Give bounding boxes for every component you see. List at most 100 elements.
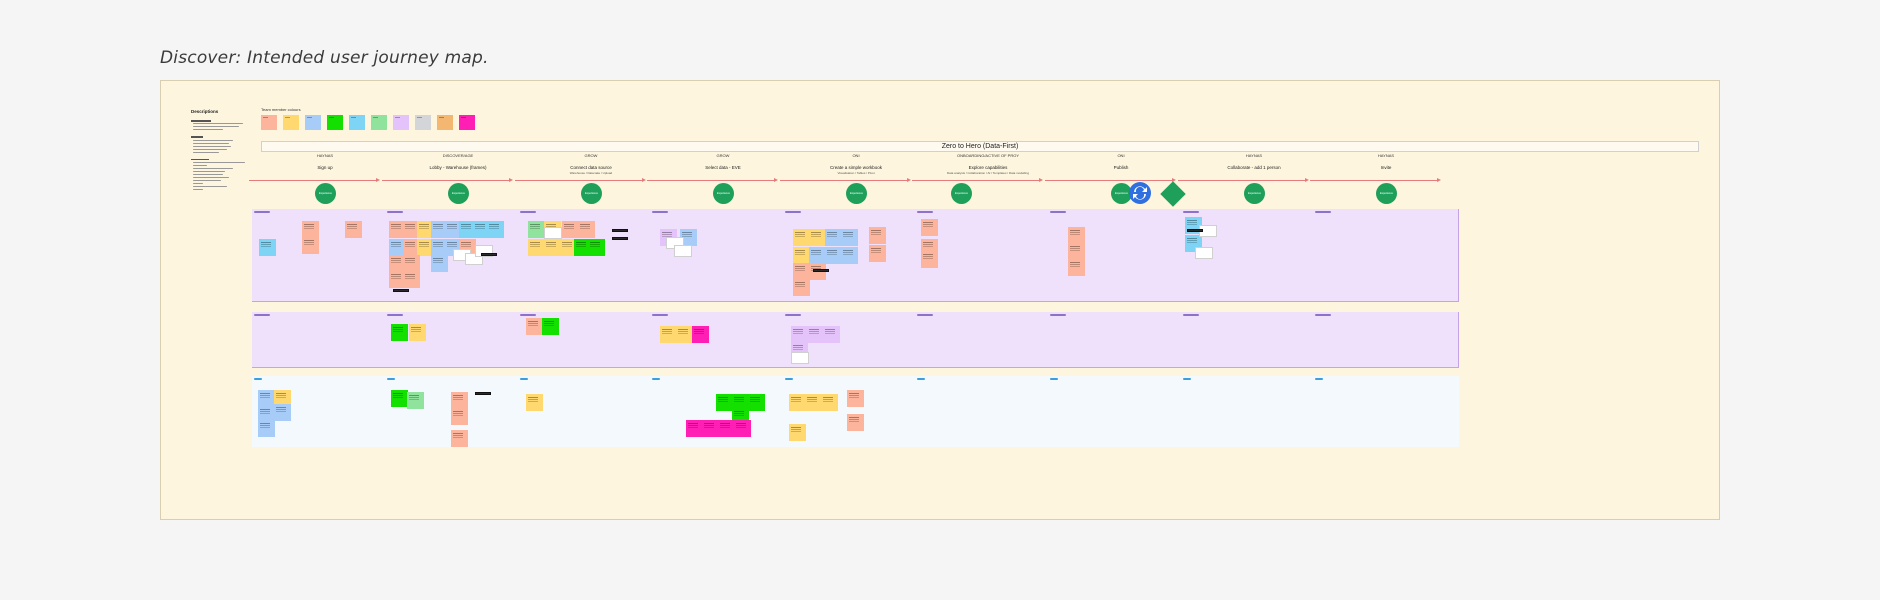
notes-panel[interactable]	[915, 376, 1061, 447]
sticky-note[interactable]	[578, 221, 595, 238]
stage-panel[interactable]	[385, 209, 531, 302]
sticky-note[interactable]	[793, 247, 810, 264]
sticky-note[interactable]	[403, 271, 420, 288]
experience-bubble[interactable]: Experience	[448, 183, 469, 204]
sticky-note[interactable]	[403, 239, 420, 256]
sticky-note[interactable]	[921, 219, 938, 236]
stage-panel[interactable]	[783, 312, 929, 368]
sticky-note[interactable]	[407, 392, 424, 409]
sticky-note[interactable]	[692, 326, 709, 343]
sticky-note[interactable]	[793, 279, 810, 296]
sticky-note[interactable]	[445, 221, 462, 238]
stage-panel[interactable]	[518, 312, 664, 368]
experience-bubble[interactable]: Experience	[846, 183, 867, 204]
notes-panel[interactable]	[1181, 376, 1327, 447]
stage-panel[interactable]	[385, 312, 531, 368]
sticky-note[interactable]	[791, 326, 808, 343]
sticky-note[interactable]	[825, 229, 842, 246]
screenshot-thumbnail[interactable]	[813, 269, 829, 272]
stage-panel[interactable]	[1048, 312, 1194, 368]
experience-bubble[interactable]: Experience	[1111, 183, 1132, 204]
screenshot-thumbnail[interactable]	[1195, 247, 1213, 259]
sticky-note[interactable]	[258, 406, 275, 423]
sticky-note[interactable]	[528, 239, 545, 256]
sticky-note[interactable]	[793, 229, 810, 246]
sticky-note[interactable]	[389, 271, 406, 288]
sticky-note[interactable]	[417, 221, 434, 238]
sticky-note[interactable]	[748, 394, 765, 411]
sticky-note[interactable]	[841, 247, 858, 264]
sticky-note[interactable]	[259, 239, 276, 256]
notes-panel[interactable]	[1313, 376, 1459, 447]
stage-panel[interactable]	[915, 312, 1061, 368]
screenshot-thumbnail[interactable]	[393, 289, 409, 292]
notes-panel[interactable]	[1048, 376, 1194, 447]
screenshot-thumbnail[interactable]	[544, 227, 562, 239]
sticky-note[interactable]	[274, 390, 291, 407]
stage-panel[interactable]	[252, 312, 398, 368]
experience-bubble[interactable]: Experience	[1244, 183, 1265, 204]
sticky-note[interactable]	[451, 430, 468, 447]
sticky-note[interactable]	[847, 414, 864, 431]
sticky-note[interactable]	[921, 251, 938, 268]
sticky-note[interactable]	[789, 424, 806, 441]
sticky-note[interactable]	[732, 394, 749, 411]
sticky-note[interactable]	[809, 229, 826, 246]
sticky-note[interactable]	[302, 237, 319, 254]
sticky-note[interactable]	[526, 318, 543, 335]
experience-bubble[interactable]: Experience	[581, 183, 602, 204]
sticky-note[interactable]	[805, 394, 822, 411]
sticky-note[interactable]	[789, 394, 806, 411]
sticky-note[interactable]	[686, 420, 703, 437]
sticky-note[interactable]	[274, 404, 291, 421]
stage-panel[interactable]	[518, 209, 664, 302]
sticky-note[interactable]	[391, 390, 408, 407]
sticky-note[interactable]	[718, 420, 735, 437]
experience-bubble[interactable]: Experience	[315, 183, 336, 204]
sticky-note[interactable]	[702, 420, 719, 437]
sticky-note[interactable]	[451, 408, 468, 425]
stage-panel[interactable]	[252, 209, 398, 302]
stage-panel[interactable]	[783, 209, 929, 302]
sticky-note[interactable]	[526, 394, 543, 411]
colour-swatch[interactable]	[415, 115, 431, 130]
sticky-note[interactable]	[1068, 259, 1085, 276]
sticky-note[interactable]	[487, 221, 504, 238]
sticky-note[interactable]	[821, 394, 838, 411]
sticky-note[interactable]	[389, 255, 406, 272]
sticky-note[interactable]	[823, 326, 840, 343]
screenshot-thumbnail[interactable]	[475, 392, 491, 395]
sticky-note[interactable]	[869, 227, 886, 244]
screenshot-thumbnail[interactable]	[481, 253, 497, 256]
sticky-note[interactable]	[680, 229, 697, 246]
sticky-note[interactable]	[544, 239, 561, 256]
stage-panel[interactable]	[1313, 209, 1459, 302]
sticky-note[interactable]	[473, 221, 490, 238]
sticky-note[interactable]	[542, 318, 559, 335]
sticky-note[interactable]	[391, 324, 408, 341]
sticky-note[interactable]	[302, 221, 319, 238]
experience-bubble[interactable]: Experience	[1376, 183, 1397, 204]
stage-panel[interactable]	[650, 209, 796, 302]
sticky-note[interactable]	[574, 239, 591, 256]
sticky-note[interactable]	[417, 239, 434, 256]
sticky-note[interactable]	[841, 229, 858, 246]
colour-swatch[interactable]	[283, 115, 299, 130]
sticky-note[interactable]	[459, 221, 476, 238]
screenshot-thumbnail[interactable]	[674, 245, 692, 257]
colour-swatch[interactable]	[393, 115, 409, 130]
sticky-note[interactable]	[588, 239, 605, 256]
notes-panel[interactable]	[783, 376, 929, 447]
sticky-note[interactable]	[847, 390, 864, 407]
stage-panel[interactable]	[1313, 312, 1459, 368]
sticky-note[interactable]	[825, 247, 842, 264]
screenshot-thumbnail[interactable]	[791, 352, 809, 364]
sticky-note[interactable]	[403, 221, 420, 238]
sticky-note[interactable]	[869, 245, 886, 262]
sticky-note[interactable]	[716, 394, 733, 411]
sticky-note[interactable]	[258, 390, 275, 407]
experience-bubble[interactable]: Experience	[951, 183, 972, 204]
notes-panel[interactable]	[650, 376, 796, 447]
stage-panel[interactable]	[915, 209, 1061, 302]
sticky-note[interactable]	[403, 255, 420, 272]
